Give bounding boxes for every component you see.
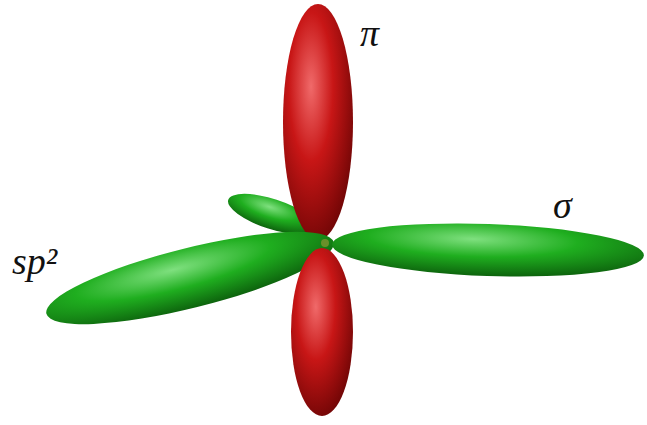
orbital-label: sp²: [12, 242, 57, 280]
pi-lobe: [283, 4, 353, 240]
orbital-label: π: [360, 14, 379, 52]
nucleus: [321, 239, 329, 247]
pi-lobe: [291, 248, 353, 416]
sigma-lobe: [331, 219, 645, 282]
orbital-label: σ: [553, 186, 572, 224]
